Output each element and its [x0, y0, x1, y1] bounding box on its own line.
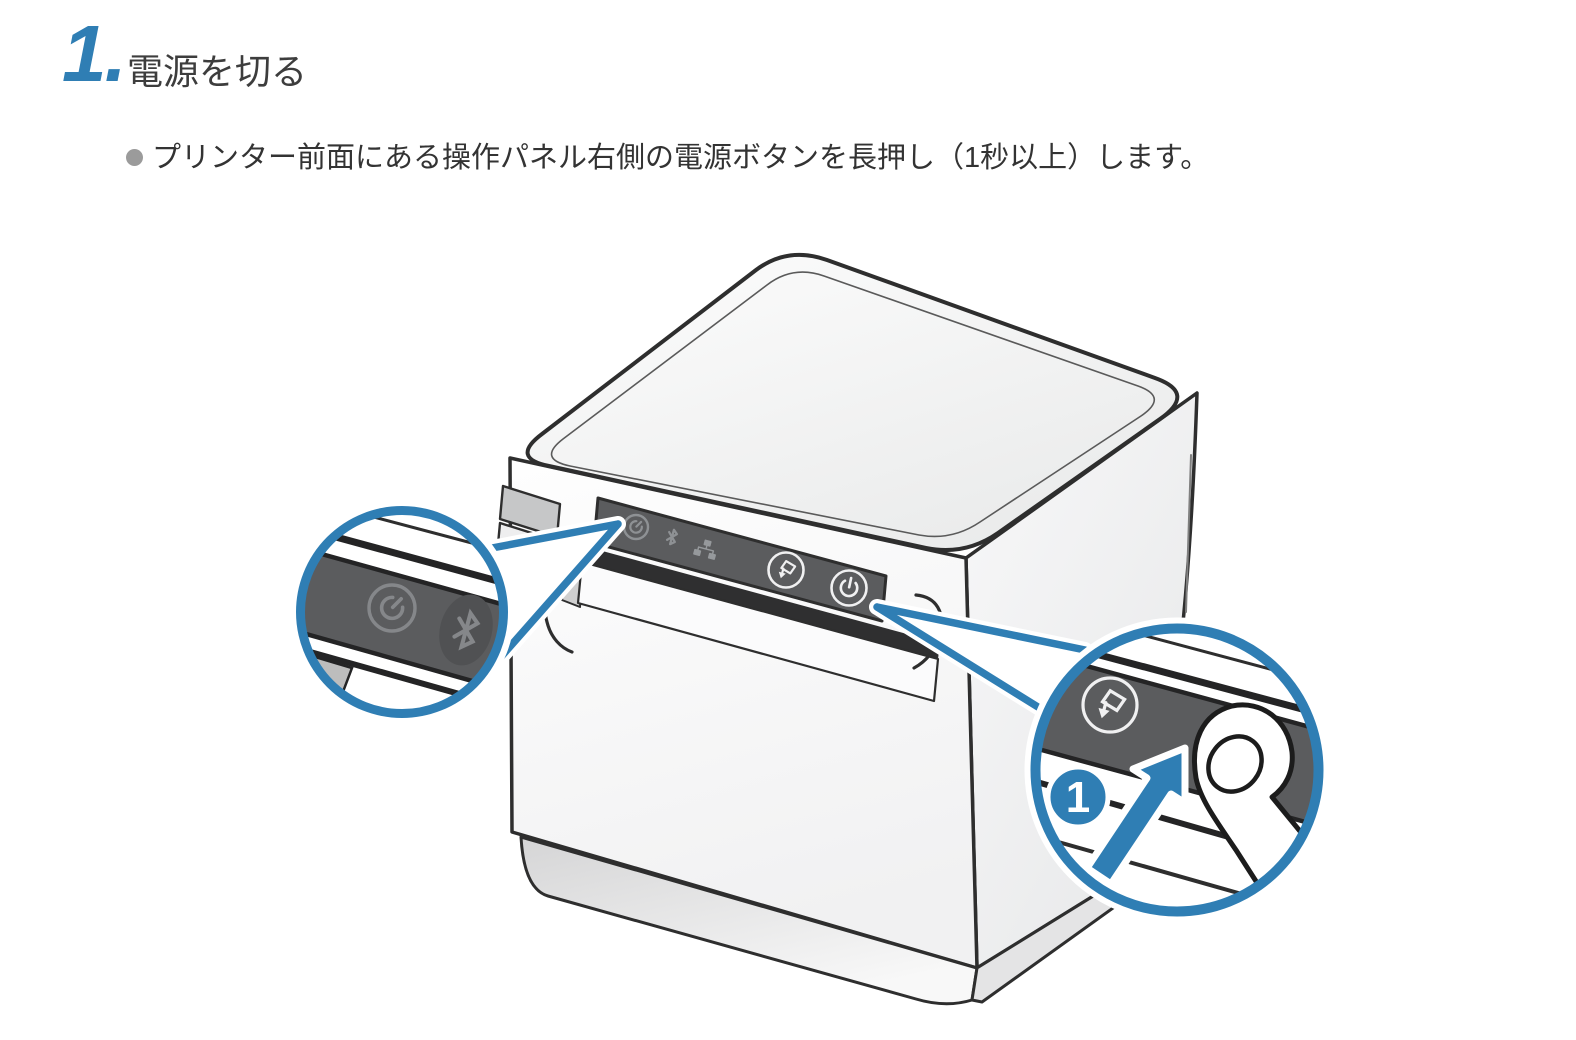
printer-top-face-inner-line [550, 271, 1156, 538]
magnified-bluetooth-icon [439, 594, 493, 666]
led-panel-magnifier [289, 499, 515, 725]
step-title: 電源を切る [127, 51, 308, 92]
instruction-text: プリンター前面にある操作パネル右側の電源ボタンを長押し（1秒以上）します。 [152, 142, 1210, 174]
printer-top-face [525, 252, 1180, 553]
fingernail [1206, 734, 1264, 794]
printer-base-front [519, 835, 979, 1006]
ethernet-icon [693, 539, 716, 560]
right-face-seam-line [1185, 454, 1192, 613]
callout-wedge-right [869, 599, 1093, 720]
printer [495, 252, 1199, 1006]
paper-feed-button [767, 551, 805, 589]
slot-opening [576, 560, 940, 703]
bluetooth-icon [665, 528, 679, 546]
bullet-icon [126, 149, 143, 166]
magnified-power-led-icon [367, 583, 417, 633]
paper-exit-slot [543, 546, 943, 703]
magnified-paper-feed-button [1081, 676, 1139, 734]
instruction-row: プリンター前面にある操作パネル右側の電源ボタンを長押し（1秒以上）します。 [126, 138, 1506, 179]
step-badge-label: 1 [1066, 773, 1090, 822]
step-number: 1. [62, 9, 127, 98]
power-button [830, 569, 868, 607]
step-badge: 1 [1045, 764, 1111, 830]
slot-lip [582, 546, 940, 659]
power-button-magnifier: 1 [1024, 617, 1330, 923]
press-arrow-icon [1083, 744, 1189, 888]
